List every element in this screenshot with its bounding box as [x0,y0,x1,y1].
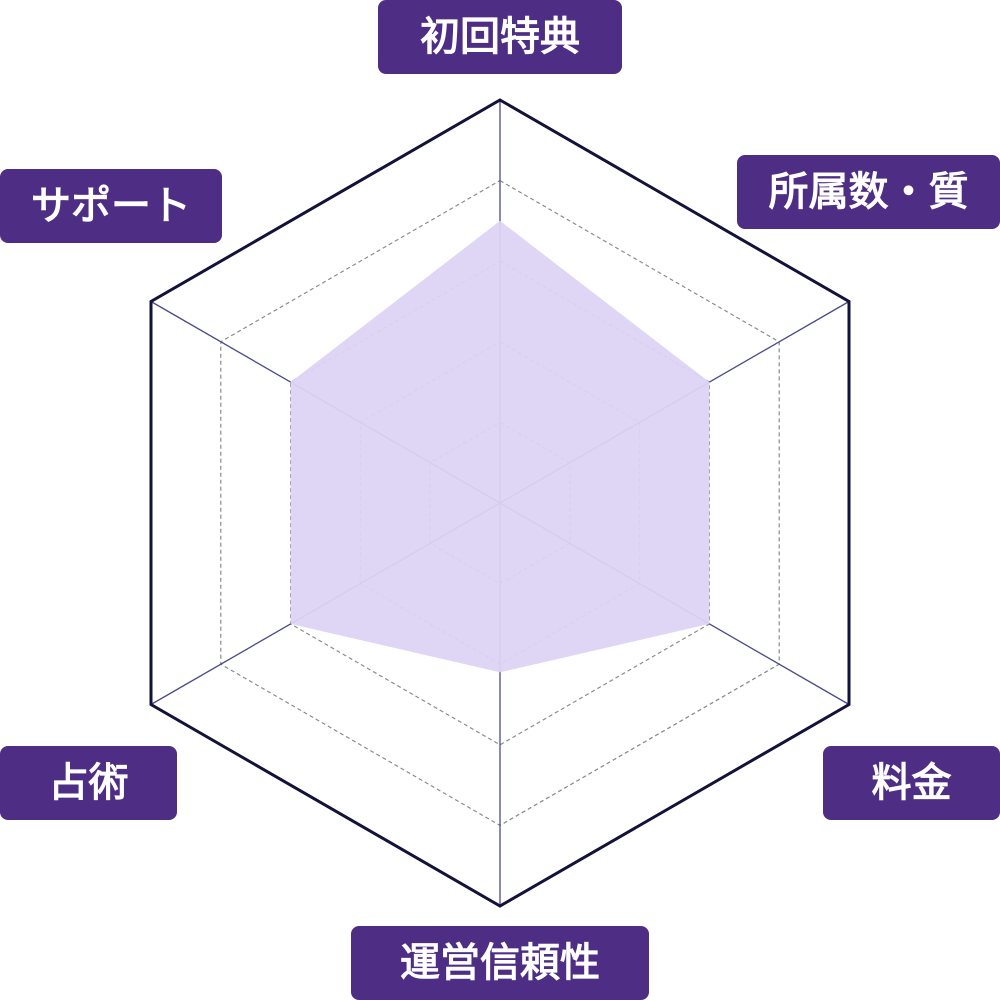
axis-label-support: サポート [0,169,222,243]
data-layer [290,220,710,673]
axis-label-price: 料金 [823,746,1000,820]
axis-label-divination: 占術 [0,746,177,820]
axis-label-member-count-quality: 所属数・質 [737,155,1000,229]
data-area [290,220,710,673]
axis-label-initial-bonus: 初回特典 [378,0,622,74]
axis-label-operator-reliability: 運営信頼性 [351,926,649,1000]
frame-layer [149,98,851,908]
outer-frame [149,98,851,908]
